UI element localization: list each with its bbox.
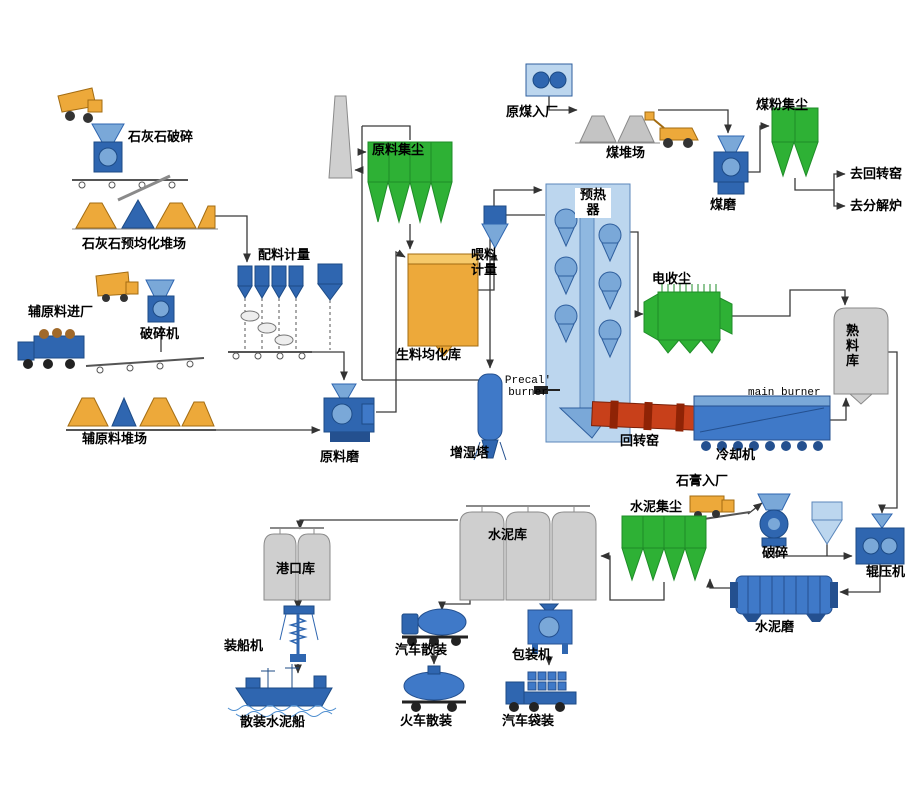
label-aux-material-entry: 辅原料进厂 xyxy=(28,304,94,319)
label-crusher: 破碎机 xyxy=(140,326,180,341)
raw-mill-icon xyxy=(323,383,375,442)
label-ship-loader: 装船机 xyxy=(224,638,264,653)
label-crushing: 破碎 xyxy=(762,545,789,560)
label-aux-material-yard: 辅原料堆场 xyxy=(82,431,148,446)
label-coal-mill: 煤磨 xyxy=(710,197,737,212)
esp-icon xyxy=(643,284,733,354)
label-coal-powder-dust: 煤粉集尘 xyxy=(756,97,809,112)
chimney-icon xyxy=(328,95,353,179)
label-train-bulk: 火车散装 xyxy=(400,713,453,728)
label-coal-yard: 煤堆场 xyxy=(606,145,646,160)
coal-dust-collector-icon xyxy=(771,107,819,178)
label-to-rotary-kiln: 去回转窑 xyxy=(850,166,903,181)
bulk-train-icon xyxy=(402,665,466,712)
bagged-truck-icon xyxy=(505,671,577,712)
batching-bins-icon xyxy=(237,265,304,299)
label-rotary-kiln: 回转窑 xyxy=(620,433,660,448)
coal-loader-icon xyxy=(644,111,699,148)
label-to-calciner: 去分解炉 xyxy=(850,198,903,213)
limestone-stacker-icon xyxy=(117,174,171,229)
aux-conveyor-icon xyxy=(85,357,205,374)
label-port-silo: 港口库 xyxy=(276,561,316,576)
label-main-burner: main burner xyxy=(748,387,821,399)
port-silo-icon xyxy=(263,527,331,601)
limestone-dump-truck-icon xyxy=(57,87,103,123)
label-cement-mill: 水泥磨 xyxy=(755,619,795,634)
batching-conveyor-icon xyxy=(228,351,312,360)
raw-meal-silo-icon xyxy=(407,253,479,357)
cement-mill-icon xyxy=(730,575,838,622)
cooler-icon xyxy=(693,395,831,451)
label-feeding-metering: 喂料计量 xyxy=(470,247,497,277)
label-batching-metering: 配料计量 xyxy=(258,247,311,262)
label-limestone-crushing: 石灰石破碎 xyxy=(128,129,194,144)
humidifying-tower-icon xyxy=(473,373,507,461)
precalciner-burner-icon xyxy=(534,386,560,394)
coal-mill-icon xyxy=(713,135,749,195)
label-cement-dust: 水泥集尘 xyxy=(630,499,683,514)
bulk-truck-icon xyxy=(401,608,468,646)
feeding-meter-icon xyxy=(481,205,509,250)
cement-dust-collector-icon xyxy=(621,515,707,582)
batching-feeders-icon xyxy=(240,310,294,346)
aux-crusher-icon xyxy=(145,279,175,323)
raw-dust-collector-icon xyxy=(367,141,453,224)
aux-piles-icon xyxy=(66,396,216,431)
label-preheater: 预热器 xyxy=(575,187,611,218)
batching-hopper-icon xyxy=(317,263,343,301)
label-clinker-silo: 熟料库 xyxy=(846,323,860,368)
limestone-conveyor-icon xyxy=(72,179,188,189)
flow-lines xyxy=(160,96,898,674)
bulk-cement-ship-icon xyxy=(227,664,337,717)
aux-delivery-truck-icon xyxy=(17,328,85,369)
packing-machine-icon xyxy=(527,603,573,654)
roller-press-icon xyxy=(855,513,905,565)
label-packing-machine: 包装机 xyxy=(512,647,552,662)
label-truck-bulk: 汽车散装 xyxy=(395,642,448,657)
ship-loader-icon xyxy=(279,605,319,662)
limestone-piles-icon xyxy=(72,202,218,230)
label-cooler: 冷却机 xyxy=(716,447,756,462)
label-bulk-cement-ship: 散装水泥船 xyxy=(240,714,306,729)
aux-material-truck-icon xyxy=(95,271,139,302)
label-raw-meal-silo: 生料均化库 xyxy=(396,347,462,362)
label-limestone-yard: 石灰石预均化堆场 xyxy=(82,236,187,251)
label-truck-bagged: 汽车袋装 xyxy=(502,713,555,728)
label-raw-mill: 原料磨 xyxy=(320,449,360,464)
gypsum-crusher-icon xyxy=(757,493,791,547)
preheater-tower-icon xyxy=(545,183,631,443)
label-esp: 电收尘 xyxy=(652,271,692,286)
coal-crusher-icon xyxy=(525,63,573,97)
label-gypsum-entry: 石膏入厂 xyxy=(676,473,729,488)
label-raw-material-dust: 原料集尘 xyxy=(372,142,425,157)
clinker-silo-icon xyxy=(833,307,889,405)
label-cement-silo: 水泥库 xyxy=(488,527,528,542)
limestone-crusher-icon xyxy=(91,123,125,173)
clinker-hopper-icon xyxy=(811,501,843,545)
cement-silo-icon xyxy=(459,505,597,601)
coal-yard-piles-icon xyxy=(575,115,660,144)
label-precal-burner: Precal' burner xyxy=(504,375,552,399)
label-raw-coal-entry: 原煤入厂 xyxy=(506,104,559,119)
label-roller-press: 辊压机 xyxy=(866,564,906,579)
label-humidifying-tower: 增湿塔 xyxy=(450,445,490,460)
